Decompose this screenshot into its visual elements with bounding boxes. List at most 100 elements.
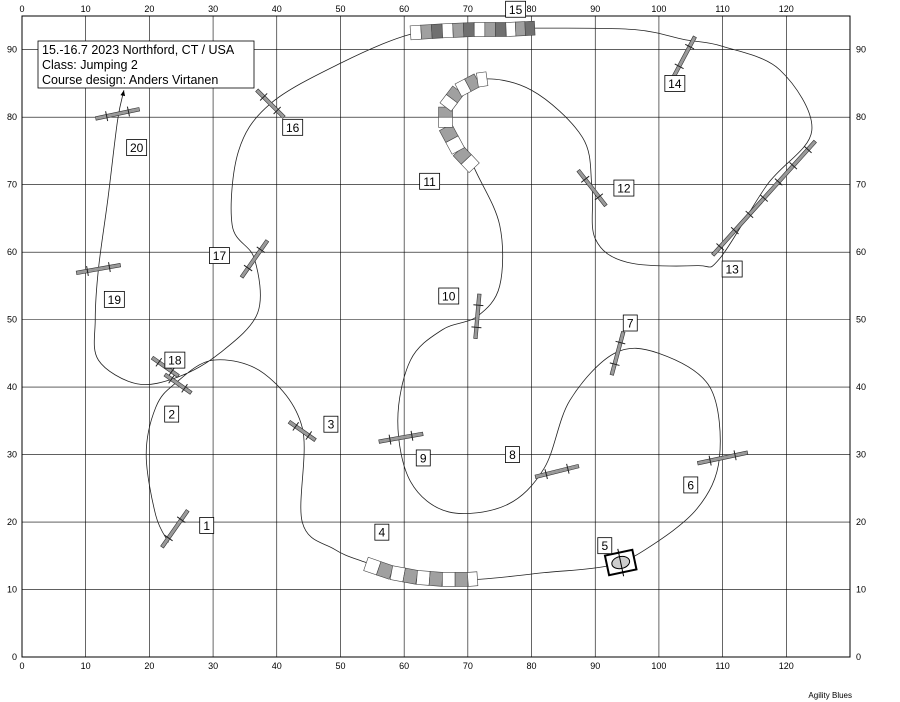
obstacle-4: 4 [363,523,479,587]
jump-bar [671,35,697,78]
obstacle-number-box [597,537,613,555]
tunnel-segment [442,572,456,587]
footer-credit: Agility Blues [808,691,852,700]
obstacle-number: 4 [379,526,386,540]
obstacle-number-box [282,118,304,136]
obstacle-15: 15 [409,0,536,41]
x-tick-bottom: 60 [399,661,409,671]
x-tick-top: 120 [779,4,794,14]
jump-bar [609,331,626,376]
obstacle-10: 10 [438,287,484,339]
tunnel-segment [441,23,454,39]
y-tick-right: 90 [856,45,866,55]
y-tick-right: 50 [856,315,866,325]
obstacle-19: 19 [75,262,125,308]
jump-stand [594,193,604,201]
x-tick-bottom: 70 [463,661,473,671]
jump-stand [168,367,176,376]
obstacle-number: 17 [213,249,227,263]
obstacle-number: 9 [420,451,427,465]
obstacle-9: 9 [378,430,431,467]
tunnel-segment [473,22,486,37]
obstacle-number: 2 [168,408,175,422]
dog-route [93,27,813,582]
x-tick-bottom: 80 [527,661,537,671]
jump-stand [473,304,484,307]
obstacle-7: 7 [609,314,638,376]
obstacle-number-box [209,247,230,264]
y-tick-left: 70 [7,180,17,190]
jump-bar [75,263,122,276]
jump-stand [745,210,754,219]
x-tick-top: 10 [81,4,91,14]
y-tick-right: 30 [856,450,866,460]
jump-stand [168,374,175,384]
y-tick-right: 20 [856,517,866,527]
x-tick-bottom: 90 [590,661,600,671]
y-tick-left: 60 [7,247,17,257]
jump-stand [108,262,111,273]
x-tick-top: 70 [463,4,473,14]
jump-stand [181,383,188,393]
jump-stand [388,434,392,445]
obstacle-number: 18 [168,354,182,368]
x-tick-top: 50 [335,4,345,14]
obstacle-number: 8 [509,448,516,462]
x-tick-top: 110 [715,4,729,14]
obstacle-number: 15 [509,3,523,17]
jump-bar [378,431,424,444]
route-end-arrow [120,90,126,97]
jump-stand [273,106,282,115]
jump-stand [164,534,173,542]
jump-stand [126,106,130,117]
jump-19 [75,262,122,276]
obstacle-number-box [683,476,699,494]
map-frame [21,15,851,658]
tunnel-segment [514,21,526,37]
x-tick-bottom: 110 [715,661,729,671]
course-info-box: 15.-16.7 2023 Northford, CT / USAClass: … [37,40,255,89]
jump-bar [473,293,482,339]
x-tick-bottom: 100 [651,661,666,671]
tunnel-segment [452,22,465,38]
obstacle-18: 18 [150,351,186,378]
obstacle-3: 3 [287,415,339,442]
obstacle-number-box [505,446,520,463]
y-tick-right: 60 [856,247,866,257]
obstacle-number-box [103,290,125,308]
jump-stand [105,111,109,122]
obstacle-number-box [323,415,339,433]
jump-stand [759,194,769,202]
obstacle-number: 1 [203,519,210,533]
obstacle-number: 5 [601,539,608,553]
jump-1 [160,509,190,549]
jump-stand [609,362,620,366]
obstacle-2: 2 [163,372,193,423]
obstacle-number: 10 [442,290,456,304]
jump-2 [163,372,193,395]
tunnel-segment [402,567,419,585]
info-line: Course design: Anders Virtanen [42,73,218,87]
jump-stand [789,162,798,170]
obstacle-5: 5 [597,537,638,577]
obstacle-number-box [721,260,743,278]
obstacle-number-box [415,449,431,467]
jump-bar [576,168,608,208]
jump-stand [774,178,783,186]
jump-stand [292,422,300,431]
tunnel-segment [416,570,431,586]
jump-stand [615,340,626,345]
obstacle-16: 16 [255,88,304,136]
y-tick-right: 80 [856,112,866,122]
tunnel-segment [430,23,444,39]
obstacle-number-box [164,405,180,423]
y-tick-right: 10 [856,585,866,595]
jump-stand [730,226,739,235]
jump-stand [176,516,186,523]
y-tick-left: 50 [7,315,17,325]
jump-stand [566,463,570,474]
obstacle-11: 11 [419,71,489,190]
jump-17 [239,239,270,279]
tunnel-segment [467,571,479,587]
